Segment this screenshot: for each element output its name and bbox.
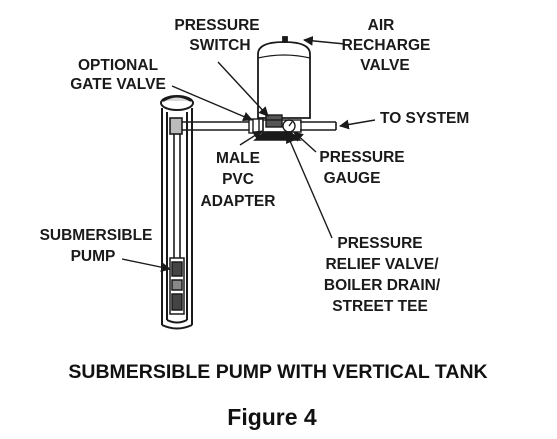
leader-male-pvc-adapter bbox=[239, 130, 263, 146]
outlet-pipe bbox=[300, 121, 337, 131]
leader-lines bbox=[121, 35, 376, 272]
label-gate-valve-line1: OPTIONAL bbox=[78, 57, 158, 74]
drop-pipe bbox=[169, 117, 183, 258]
pressure-tank bbox=[257, 36, 311, 119]
label-pressure-switch-line1: PRESSURE bbox=[174, 17, 259, 34]
pitless-adapter bbox=[169, 117, 183, 135]
supply-pipe bbox=[182, 121, 250, 131]
labels: PRESSURE SWITCH AIR RECHARGE VALVE OPTIO… bbox=[40, 17, 470, 315]
leader-air-recharge-valve bbox=[303, 35, 346, 46]
label-to-system: TO SYSTEM bbox=[380, 110, 469, 127]
diagram-caption: SUBMERSIBLE PUMP WITH VERTICAL TANK bbox=[68, 361, 487, 383]
label-gate-valve-line2: GATE VALVE bbox=[70, 76, 166, 93]
label-relief-valve-line1: PRESSURE bbox=[337, 235, 422, 252]
tank-top-band bbox=[257, 54, 311, 59]
label-submersible-pump-line1: SUBMERSIBLE bbox=[40, 227, 153, 244]
label-adapter-line3: ADAPTER bbox=[201, 193, 276, 210]
label-relief-valve-line2: RELIEF VALVE/ bbox=[325, 256, 439, 273]
leader-pressure-switch bbox=[217, 61, 269, 117]
leader-pressure-gauge bbox=[293, 131, 317, 153]
label-air-recharge-line3: VALVE bbox=[360, 57, 409, 74]
label-pressure-gauge-line1: PRESSURE bbox=[319, 149, 404, 166]
air-recharge-valve-stem bbox=[282, 36, 288, 43]
well-cap-top bbox=[162, 95, 192, 102]
leader-submersible-pump bbox=[121, 258, 171, 272]
figure-label: Figure 4 bbox=[227, 404, 317, 430]
label-adapter-line1: MALE bbox=[216, 150, 260, 167]
label-relief-valve-line4: STREET TEE bbox=[332, 298, 428, 315]
label-pressure-gauge-line2: GAUGE bbox=[324, 170, 381, 187]
leader-relief-valve bbox=[286, 133, 333, 239]
submersible-pump bbox=[169, 257, 185, 315]
label-air-recharge-line2: RECHARGE bbox=[342, 37, 431, 54]
label-adapter-line2: PVC bbox=[222, 171, 254, 188]
label-relief-valve-line3: BOILER DRAIN/ bbox=[324, 277, 441, 294]
well-casing bbox=[160, 95, 194, 330]
leader-to-system bbox=[339, 119, 376, 130]
leader-gate-valve bbox=[171, 85, 253, 122]
label-submersible-pump-line2: PUMP bbox=[71, 248, 116, 265]
label-air-recharge-line1: AIR bbox=[368, 17, 395, 34]
pressure-switch-body bbox=[265, 114, 283, 128]
label-pressure-switch-line2: SWITCH bbox=[189, 37, 250, 54]
